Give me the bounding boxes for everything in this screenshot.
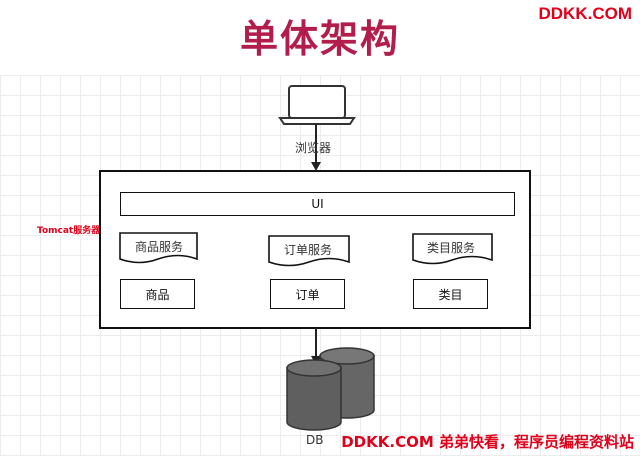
db-label: DB — [306, 433, 324, 447]
browser-label: 浏览器 — [295, 141, 332, 155]
service-label-2: 订单服务 — [284, 243, 333, 257]
service-label-1: 商品服务 — [135, 240, 184, 254]
service-shape-2 — [268, 235, 350, 267]
page-title: 单体架构 — [239, 17, 400, 61]
laptop-icon — [278, 85, 356, 125]
server-label: Tomcat服务器 — [37, 226, 101, 236]
service-label-3: 类目服务 — [427, 241, 476, 255]
ui-box: UI — [120, 192, 515, 216]
service-shape-1 — [119, 232, 198, 264]
database-icon — [286, 347, 375, 431]
module-box-2: 订单 — [270, 279, 345, 309]
module-label-3: 类目 — [438, 287, 463, 302]
service-shape-3 — [412, 233, 493, 265]
ui-label: UI — [311, 197, 324, 211]
module-label-2: 订单 — [295, 287, 320, 302]
browser-arrow-head — [311, 162, 321, 171]
module-label-1: 商品 — [145, 287, 170, 302]
brand-logo: DDKK.COM — [538, 4, 633, 23]
module-box-3: 类目 — [413, 279, 488, 309]
footer-banner: DDKK.COM 弟弟快看，程序员编程资料站 — [341, 433, 634, 451]
module-box-1: 商品 — [120, 279, 195, 309]
